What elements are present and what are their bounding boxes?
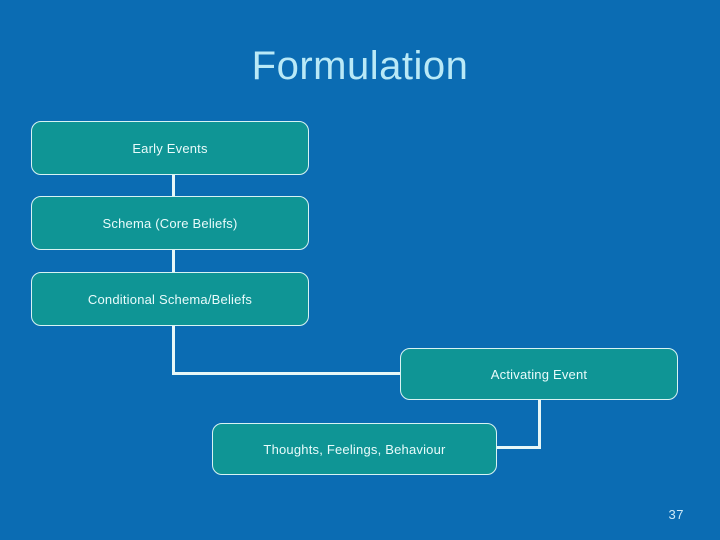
connector-early-to-schema	[172, 174, 175, 197]
connector-conditional-to-activating	[172, 372, 402, 375]
connector-activating-drop	[538, 399, 541, 449]
node-schema[interactable]: Schema (Core Beliefs)	[31, 196, 309, 250]
node-activating-event-label: Activating Event	[490, 366, 588, 382]
node-conditional-schema-label: Conditional Schema/Beliefs	[87, 291, 253, 307]
connector-activating-to-thoughts	[495, 446, 541, 449]
node-activating-event[interactable]: Activating Event	[400, 348, 678, 400]
node-conditional-schema[interactable]: Conditional Schema/Beliefs	[31, 272, 309, 326]
page-number: 37	[668, 507, 684, 522]
node-early-events[interactable]: Early Events	[31, 121, 309, 175]
node-schema-label: Schema (Core Beliefs)	[102, 215, 238, 231]
page-title: Formulation	[251, 44, 469, 88]
node-thoughts-feelings-behaviour[interactable]: Thoughts, Feelings, Behaviour	[212, 423, 497, 475]
node-thoughts-feelings-behaviour-label: Thoughts, Feelings, Behaviour	[263, 441, 446, 457]
node-early-events-label: Early Events	[132, 140, 208, 156]
connector-conditional-drop	[172, 325, 175, 375]
connector-schema-to-conditional	[172, 249, 175, 273]
